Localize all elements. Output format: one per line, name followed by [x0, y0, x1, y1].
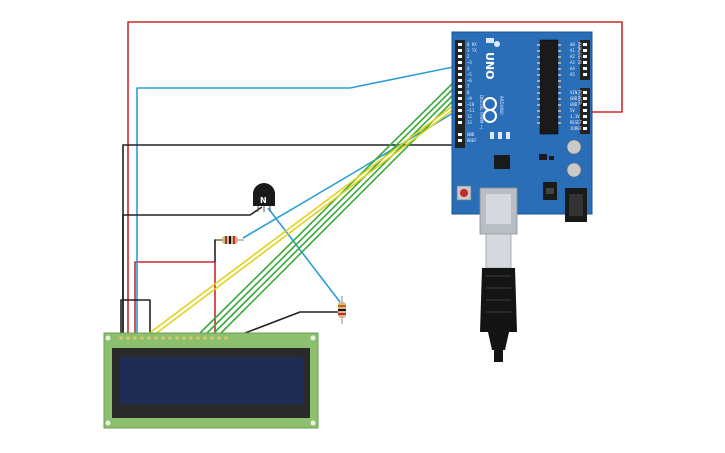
wire-green-3[interactable]	[208, 89, 459, 339]
usb-chip	[494, 155, 510, 169]
lcd-pin-header[interactable]	[119, 336, 228, 340]
pin-label: 3.3V	[570, 114, 580, 119]
power-pin-holes	[583, 91, 587, 130]
digital-pin-holes	[458, 43, 462, 142]
transistor-type-label: N	[260, 196, 267, 205]
pin-label: GND	[570, 96, 578, 101]
wire-blue-pin12[interactable]	[136, 65, 459, 338]
usb-port-inner	[486, 194, 511, 224]
wire-black-lcd-loop[interactable]	[120, 299, 151, 338]
board-brand-label: ARDUINO	[499, 96, 504, 115]
pin-label: VIN	[570, 90, 578, 95]
crystal	[539, 154, 547, 160]
digital-header-label: DIGITAL (PWM ~)	[479, 95, 484, 130]
pin-label: ~10	[467, 102, 475, 107]
wire-yellow-2[interactable]	[149, 105, 459, 339]
pin-label: A3	[570, 60, 575, 65]
pin-label: 5V	[570, 108, 575, 113]
smd-component	[498, 132, 502, 139]
pin-label: GND	[467, 132, 475, 137]
wire-yellow-1[interactable]	[142, 101, 459, 339]
smd-component	[490, 132, 494, 139]
resistor-icon[interactable]	[338, 296, 346, 324]
board-model-label: UNO	[483, 52, 496, 80]
led-indicator	[486, 38, 494, 43]
wires	[120, 21, 623, 339]
chip-pins	[537, 44, 561, 124]
pin-label: ~9	[467, 96, 472, 101]
analog-header[interactable]	[580, 40, 590, 80]
lcd-screen	[119, 357, 303, 404]
lcd-display[interactable]	[103, 332, 319, 429]
mount-hole	[105, 420, 111, 426]
pin-label: IOREF	[570, 126, 583, 131]
pin-label: ~11	[467, 108, 475, 113]
wire-resistor-lead[interactable]	[214, 239, 222, 262]
transistor-icon[interactable]: N	[253, 183, 275, 212]
wire-red-top[interactable]	[127, 21, 623, 338]
pin-label: A4	[570, 66, 575, 71]
pin-label: GND	[570, 102, 578, 107]
capacitor-icon	[566, 139, 582, 155]
arduino-logo-icon	[483, 97, 497, 123]
mount-hole	[105, 335, 111, 341]
pin-label: ~3	[467, 60, 472, 65]
atmega-chip	[539, 39, 559, 135]
pin-label: ~5	[467, 72, 472, 77]
capacitor-icon	[566, 162, 582, 178]
smd-component	[506, 132, 510, 139]
pin-label: 2	[467, 54, 470, 59]
wire-green-2[interactable]	[201, 83, 459, 339]
power-pin-labels: VIN GND GND 5V 3.3V RESET IOREF	[570, 90, 583, 131]
smd-component	[549, 156, 554, 160]
pin-label: A2	[570, 54, 575, 59]
pin-label: A1	[570, 48, 575, 53]
pin-label: A5	[570, 72, 575, 77]
pin-label: A0	[570, 42, 575, 47]
mount-hole	[310, 335, 316, 341]
power-jack-icon[interactable]	[565, 188, 587, 222]
arduino-uno-board[interactable]: 0 RX 1 TX 2 ~3 4 ~5 ~6 7 8 ~9 ~10 ~11 12…	[451, 31, 593, 235]
wire-green-4[interactable]	[215, 95, 459, 339]
reset-button-icon[interactable]	[456, 185, 472, 201]
pin-label: 12	[467, 114, 472, 119]
power-header-label: POWER	[577, 90, 582, 105]
pin-label: 13	[467, 120, 472, 125]
pin-label: 7	[467, 84, 470, 89]
pin-label: AREF	[467, 138, 477, 143]
analog-pin-holes	[583, 43, 587, 76]
pin-label: 8	[467, 90, 470, 95]
analog-pin-labels: A0 A1 A2 A3 A4 A5	[570, 42, 575, 77]
regulator-tab	[546, 188, 554, 194]
mount-hole	[310, 420, 316, 426]
wire-blue-resistor[interactable]	[267, 207, 341, 303]
wire-green-1[interactable]	[194, 77, 459, 339]
digital-pin-labels: 0 RX 1 TX 2 ~3 4 ~5 ~6 7 8 ~9 ~10 ~11 12…	[467, 42, 477, 143]
pin-label: 1 TX	[467, 48, 477, 53]
resistor-icon[interactable]	[216, 236, 244, 244]
pin-label: 0 RX	[467, 42, 477, 47]
usb-cable-icon[interactable]	[480, 233, 517, 362]
wire-black-resistor[interactable]	[231, 311, 342, 339]
pin-label: RESET	[570, 120, 583, 125]
pin-label: 4	[467, 66, 470, 71]
wire-black-gnd[interactable]	[122, 144, 458, 338]
tx-led-icon	[494, 41, 500, 47]
pin-label: ~6	[467, 78, 472, 83]
analog-header-label: ANALOG IN	[577, 42, 582, 64]
wire-black-transistor[interactable]	[122, 206, 263, 338]
